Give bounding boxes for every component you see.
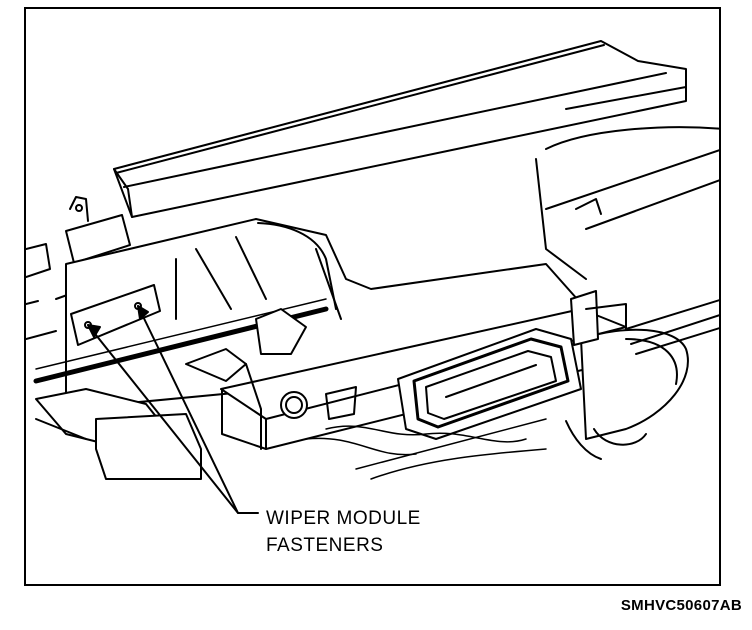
callout-label-line2: FASTENERS [266,535,384,556]
center-clip [255,308,307,355]
wiper-module-illustration [26,40,719,514]
air-duct [397,328,582,440]
illustration-frame: WIPER MODULE FASTENERS [24,7,721,586]
cowl-top-panel [113,40,687,218]
windshield-opening [535,126,719,280]
callout-leaders [87,305,259,514]
lower-left-components [35,348,262,480]
wire-harness [325,425,527,443]
callout-label-line1: WIPER MODULE [266,508,421,529]
left-edge-pieces [26,243,57,340]
right-lower-ribs [585,299,719,355]
figure-id: SMHVC50607AB [620,597,742,614]
blower-motor [565,290,689,460]
